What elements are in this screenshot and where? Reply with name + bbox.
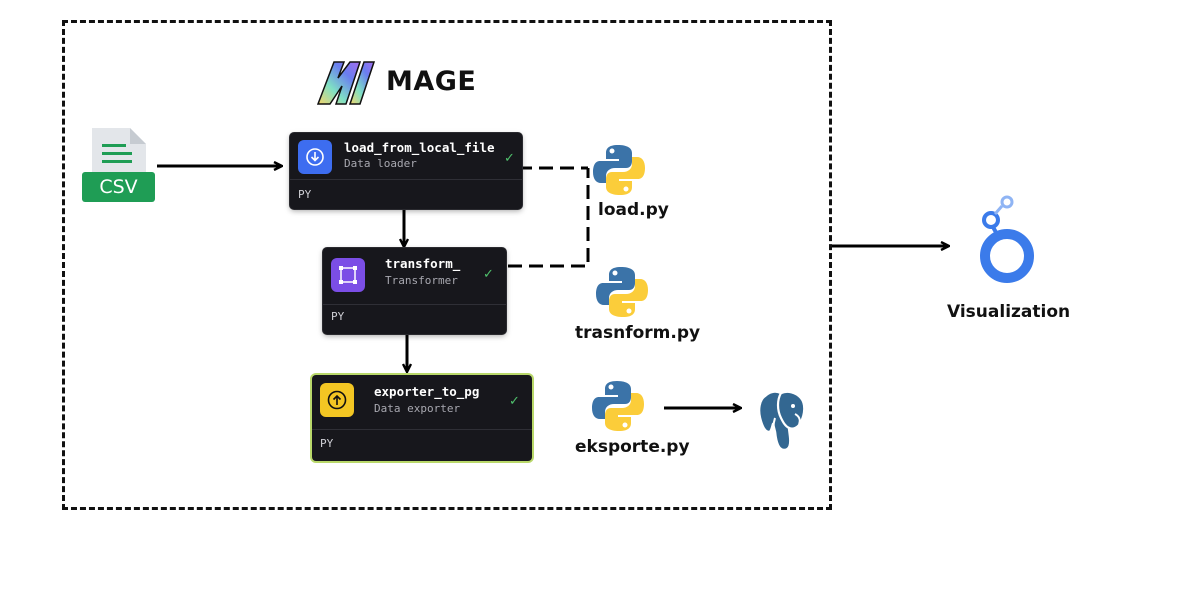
loader-block-lang: PY	[298, 188, 312, 201]
loader-block-type: Data loader	[344, 157, 417, 170]
python-icon	[594, 264, 650, 320]
pipeline-boundary	[62, 20, 832, 510]
csv-badge: CSV	[82, 172, 155, 202]
postgresql-icon	[755, 388, 809, 454]
visualization-label: Visualization	[947, 302, 1071, 322]
success-check-icon: ✓	[504, 150, 515, 165]
block-divider	[290, 179, 522, 180]
transformer-block[interactable]: transform_ Transformer ✓ PY	[323, 248, 506, 334]
mage-logo-icon	[316, 60, 378, 106]
block-divider	[323, 304, 506, 305]
upload-icon	[320, 383, 354, 417]
python-icon	[591, 142, 647, 198]
load-script-label: load.py	[598, 200, 669, 220]
success-check-icon: ✓	[509, 393, 520, 408]
dashed-link-transformer-to-load-py	[508, 168, 590, 268]
loader-block-name: load_from_local_file	[344, 140, 495, 155]
python-icon	[590, 378, 646, 434]
exporter-block-name: exporter_to_pg	[374, 384, 480, 399]
transform-script-label: trasnform.py	[575, 323, 701, 343]
success-check-icon: ✓	[483, 266, 494, 281]
exporter-block[interactable]: exporter_to_pg Data exporter ✓ PY	[312, 375, 532, 461]
transformer-block-lang: PY	[331, 310, 345, 323]
transformer-block-name: transform_	[385, 256, 461, 271]
exporter-block-lang: PY	[320, 437, 334, 450]
export-script-label: eksporte.py	[575, 437, 690, 457]
transform-icon	[331, 258, 365, 292]
download-icon	[298, 140, 332, 174]
block-divider	[312, 429, 532, 430]
exporter-block-type: Data exporter	[374, 402, 461, 415]
transformer-block-type: Transformer	[385, 274, 458, 287]
csv-file-icon	[90, 126, 148, 182]
looker-studio-icon	[976, 194, 1040, 290]
mage-brand-name: MAGE	[386, 66, 477, 97]
loader-block[interactable]: load_from_local_file Data loader ✓ PY	[290, 133, 522, 209]
